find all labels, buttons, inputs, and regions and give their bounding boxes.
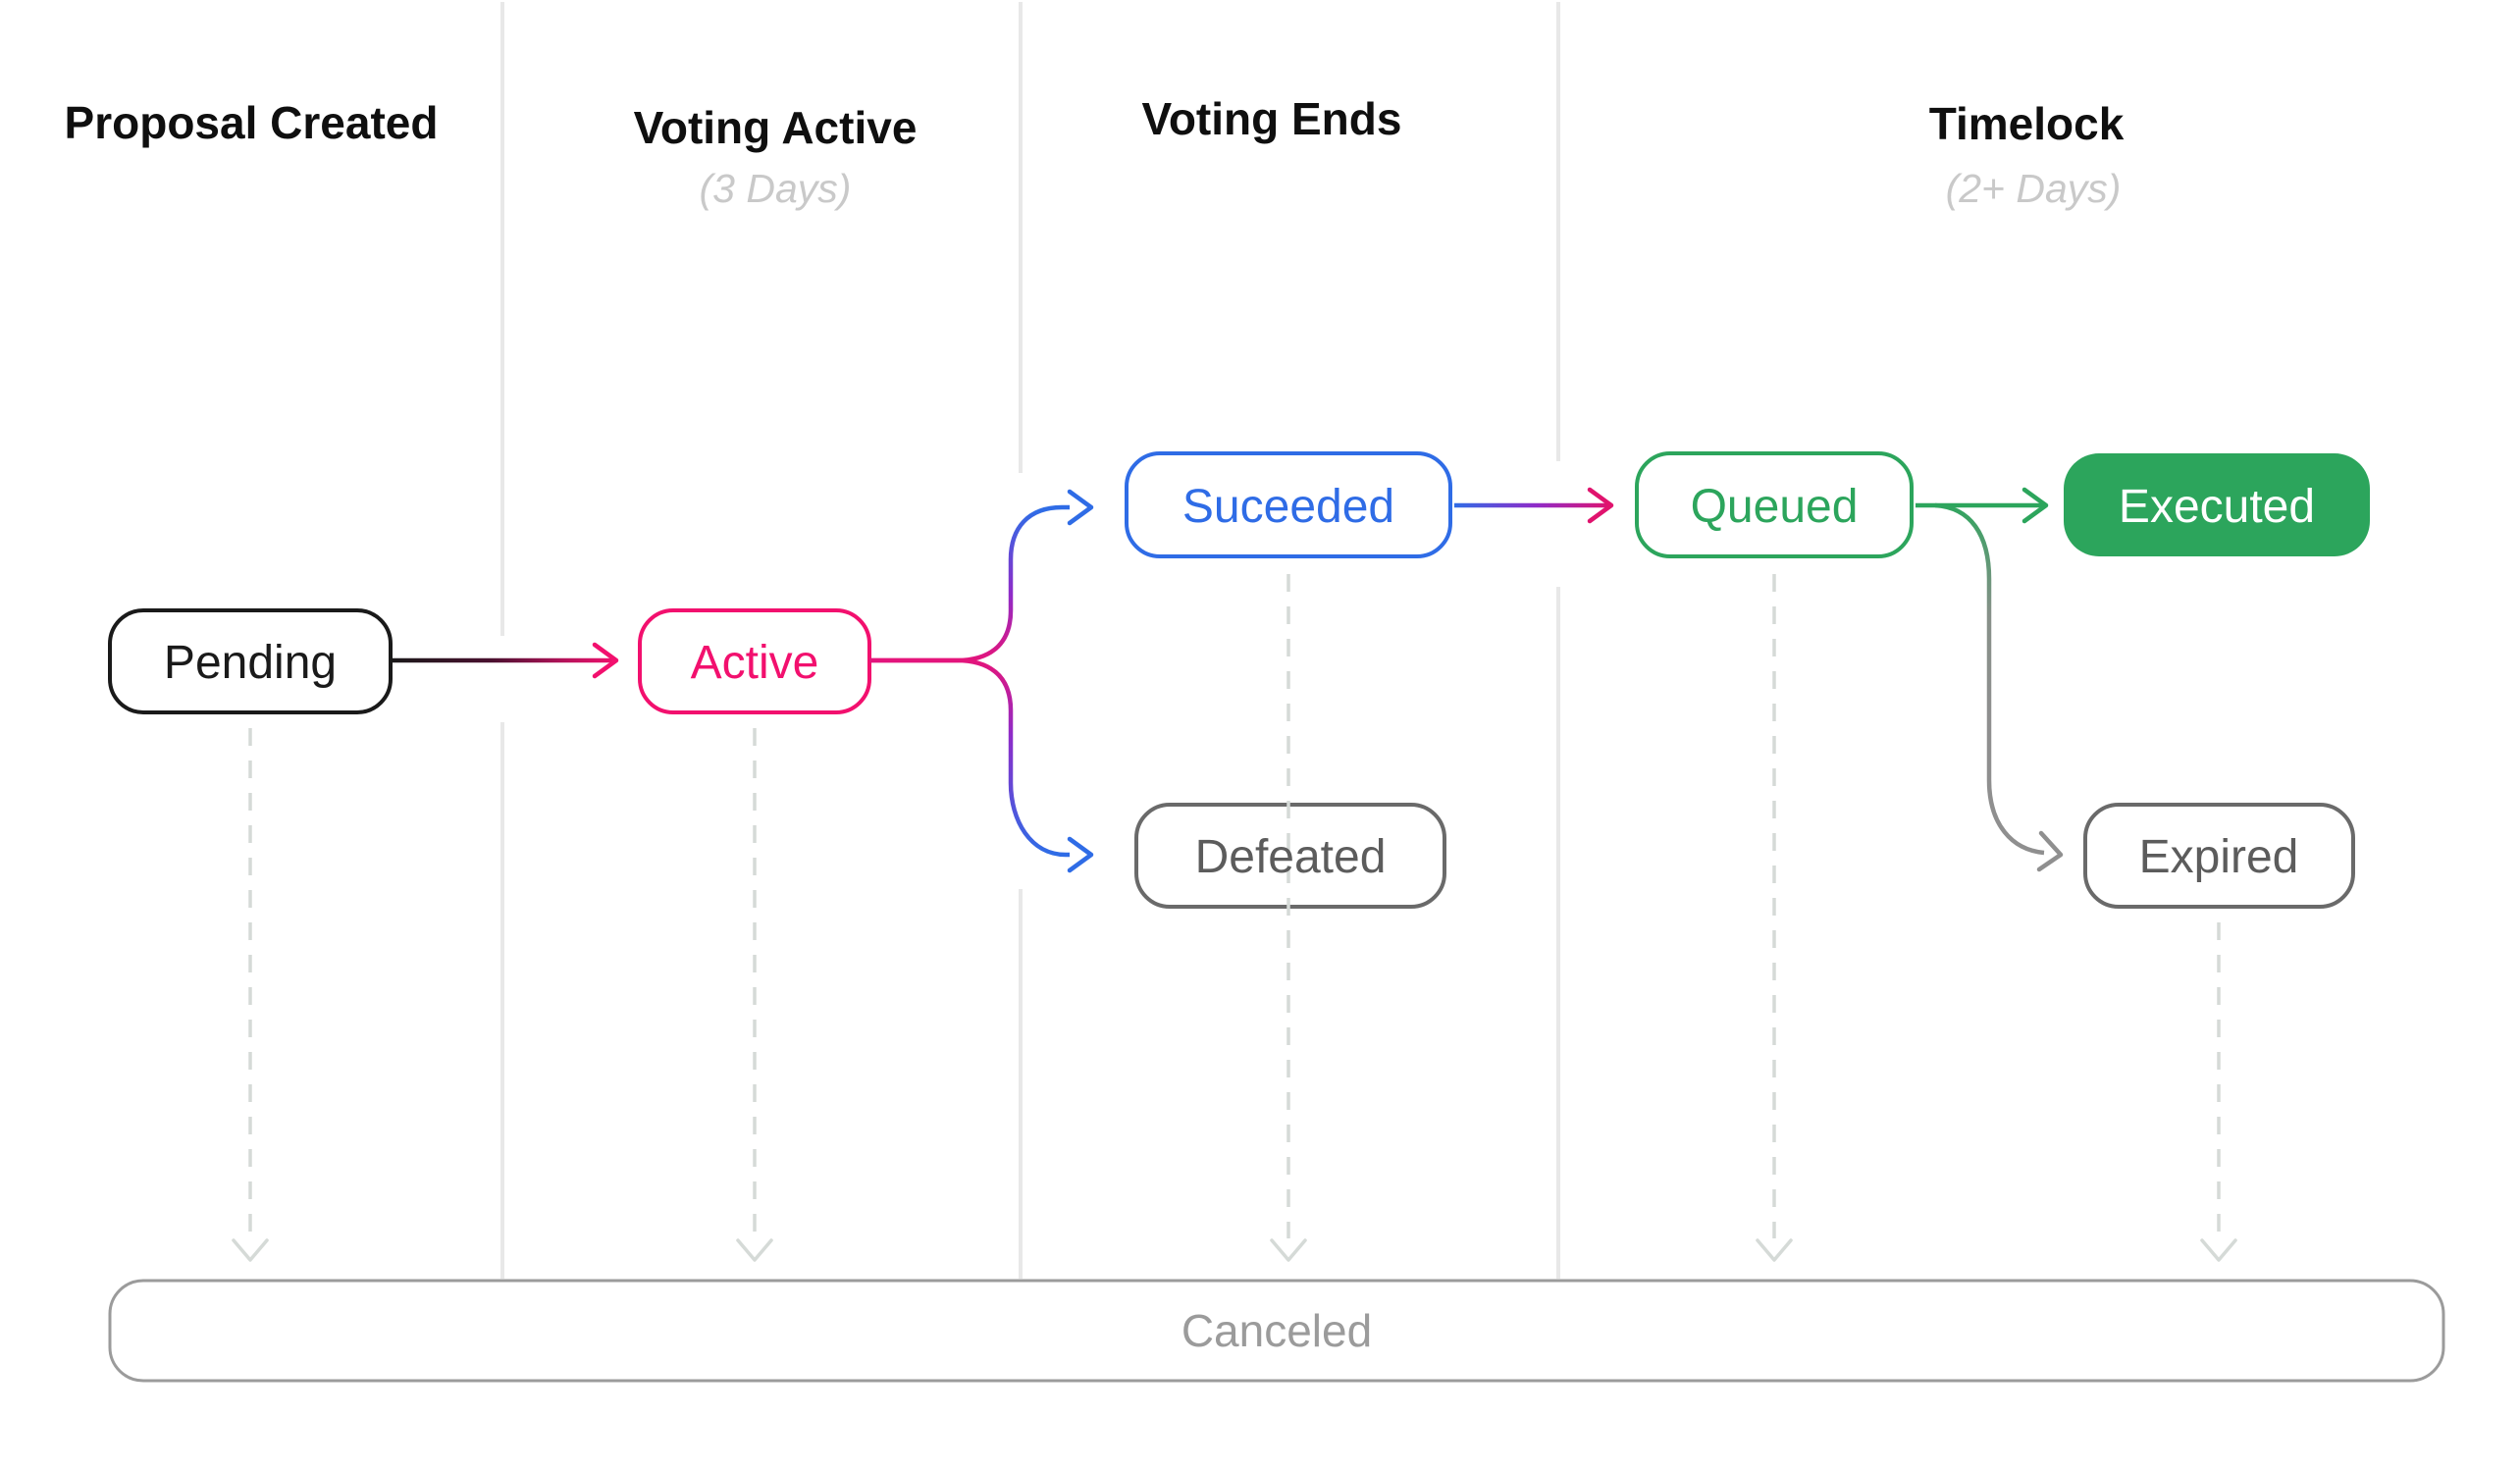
canceled-drop-lines [232,574,2237,1262]
subheader-voting-active-duration: (3 Days) [700,166,852,211]
header-timelock: Timelock [1929,98,2125,149]
node-expired-box [2083,803,2355,909]
state-node-labels: Pending Active Suceeded Defeated Queued … [164,481,2315,883]
arrow-queued-expired [1934,502,2045,856]
state-nodes [108,451,2370,909]
header-voting-active: Voting Active [634,102,918,153]
arrowhead-suceeded-queued [1587,487,1614,524]
node-canceled-box [108,1279,2445,1383]
canceled-bar: Canceled [108,1279,2445,1383]
arrowhead-active-suceeded [1067,489,1094,526]
node-suceeded-label: Suceeded [1182,481,1394,533]
subheader-timelock-duration: (2+ Days) [1946,166,2122,211]
down-chevron-icon [2200,1238,2237,1262]
node-defeated-label: Defeated [1195,831,1387,883]
node-expired-label: Expired [2139,831,2299,883]
down-chevron-icon [1270,1238,1307,1262]
arrowhead-pending-active [592,642,619,679]
arrow-active-defeated [869,657,1070,858]
node-pending-label: Pending [164,637,337,689]
node-suceeded-box [1125,451,1452,558]
header-proposal-created: Proposal Created [65,97,439,148]
arrow-active-suceeded [869,504,1070,663]
node-active-label: Active [691,637,819,689]
header-voting-ends: Voting Ends [1142,93,1402,144]
down-chevron-icon [232,1238,269,1262]
arrowhead-active-defeated [1067,836,1094,873]
node-defeated-box [1134,803,1446,909]
node-canceled-label: Canceled [1181,1305,1372,1356]
flow-arrows [391,487,2064,873]
column-headers: Proposal Created Voting Active (3 Days) … [65,93,2125,211]
arrowhead-queued-executed [2021,487,2049,524]
down-chevron-icon [1756,1238,1793,1262]
node-executed-label: Executed [2119,481,2315,533]
node-queued-label: Queued [1691,481,1859,533]
arrowhead-queued-expired [2036,830,2064,872]
column-separators [500,2,1560,1279]
node-queued-box [1635,451,1914,558]
node-executed-box [2064,453,2370,556]
down-chevron-icon [736,1238,773,1262]
